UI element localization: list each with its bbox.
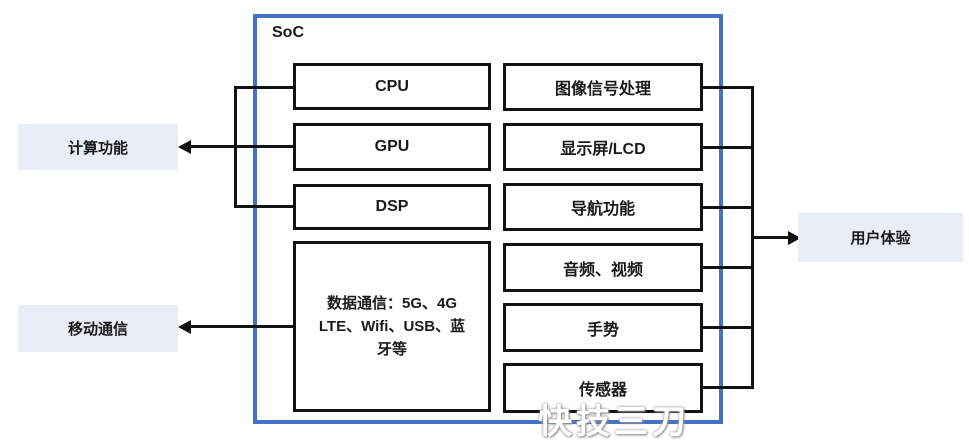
block-data-communication: 数据通信：5G、4G LTE、Wifi、USB、蓝牙等 bbox=[293, 241, 491, 412]
arrowhead-mobile-icon bbox=[178, 319, 191, 334]
connector-ux-arrow-line bbox=[751, 236, 790, 239]
block-audio-video: 音频、视频 bbox=[503, 243, 703, 292]
connector-right-line-6 bbox=[701, 386, 754, 389]
connector-right-line-4 bbox=[701, 266, 754, 269]
connector-right-line-1 bbox=[701, 86, 754, 89]
connector-cpu-line bbox=[234, 86, 295, 89]
arrowhead-ux-icon bbox=[788, 230, 801, 245]
label-compute-function: 计算功能 bbox=[18, 124, 178, 170]
connector-gpu-arrow-line bbox=[189, 145, 295, 148]
connector-right-line-3 bbox=[701, 206, 754, 209]
label-mobile-communication: 移动通信 bbox=[18, 305, 178, 352]
watermark-text: 快技三刀 bbox=[538, 403, 690, 441]
arrowhead-compute-icon bbox=[178, 139, 191, 154]
block-image-signal-processing: 图像信号处理 bbox=[503, 63, 703, 111]
connector-right-line-2 bbox=[701, 146, 754, 149]
block-cpu: CPU bbox=[293, 63, 491, 110]
soc-container-box bbox=[253, 14, 723, 424]
block-gpu: GPU bbox=[293, 123, 491, 171]
block-gesture: 手势 bbox=[503, 303, 703, 352]
block-sensor: 传感器 bbox=[503, 363, 703, 413]
block-navigation: 导航功能 bbox=[503, 183, 703, 231]
connector-dsp-line bbox=[234, 205, 295, 208]
connector-right-line-5 bbox=[701, 326, 754, 329]
connector-mobile-arrow-line bbox=[189, 325, 295, 328]
block-display-lcd: 显示屏/LCD bbox=[503, 123, 703, 171]
block-dsp: DSP bbox=[293, 184, 491, 230]
soc-container-title: SoC bbox=[272, 24, 304, 41]
label-user-experience: 用户体验 bbox=[798, 213, 963, 262]
